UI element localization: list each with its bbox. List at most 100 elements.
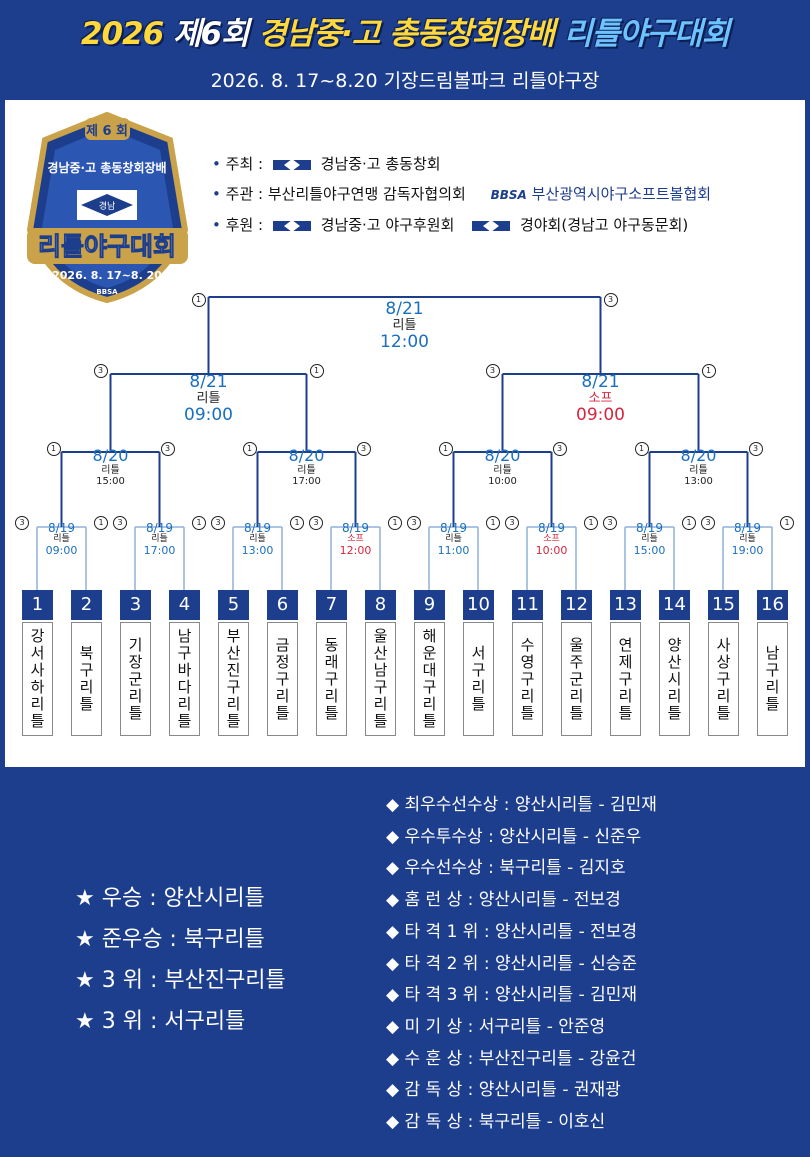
award-item: ◆ 수 훈 상 : 부산진구리틀 - 강윤건 xyxy=(386,1048,637,1069)
title-main: 경남중·고 총동창회장배 xyxy=(258,16,555,52)
team-name-box: 동래구리틀 xyxy=(316,622,347,736)
match-time: 17:00 xyxy=(292,475,321,487)
team-name-box: 해운대구리틀 xyxy=(414,622,445,736)
result-item: ★ 준우승 : 북구리틀 xyxy=(75,927,265,952)
match-date: 8/19 xyxy=(538,521,565,535)
team-name: 해운대구리틀 xyxy=(422,627,437,730)
seed-marker: 1 xyxy=(192,516,206,530)
seed-marker: 1 xyxy=(46,442,61,456)
team-name: 울산남구리틀 xyxy=(373,627,388,730)
sponsor-logo-icon xyxy=(272,219,311,232)
host-row: • 주최 : 경남중·고 총동창회 xyxy=(212,153,441,174)
match-time: 13:00 xyxy=(684,475,713,487)
team-name: 울주군리틀 xyxy=(569,635,584,722)
seed-marker: 3 xyxy=(211,516,225,530)
title-year: 2026 xyxy=(80,16,164,52)
match-time: 09:00 xyxy=(45,544,78,558)
team-seed-number: 2 xyxy=(71,590,102,620)
match-venue: 소프 xyxy=(543,534,560,545)
seed-marker: 1 xyxy=(584,516,598,530)
team-seed-number: 12 xyxy=(561,590,592,620)
team-name-box: 남구바다리틀 xyxy=(169,622,200,736)
match-time: 15:00 xyxy=(96,475,125,487)
seed-marker: 3 xyxy=(160,442,175,456)
seed-marker: 3 xyxy=(356,442,371,456)
seed-marker: 1 xyxy=(191,293,206,307)
match-date: 8/21 xyxy=(385,299,424,319)
award-item: ◆ 미 기 상 : 서구리틀 - 안준영 xyxy=(386,1016,606,1037)
match-time: 10:00 xyxy=(488,475,517,487)
tournament-emblem: 제 6 회 경남중·고 총동창회장배 경남 리틀야구대회 2026. 8. 17… xyxy=(26,111,189,304)
organizer-name: 부산리틀야구연맹 감독자협의회 xyxy=(267,185,466,203)
team-name: 수영구리틀 xyxy=(520,635,535,722)
title-end: 리틀야구대회 xyxy=(563,16,730,52)
emblem-badge: 경남 xyxy=(99,200,116,212)
organizer-row: • 주관 : 부산리틀야구연맹 감독자협의회 BBSA 부산광역시야구소프트볼협… xyxy=(212,183,711,204)
match-date: 8/19 xyxy=(146,521,173,535)
seed-marker: 1 xyxy=(634,442,649,456)
match-date: 8/19 xyxy=(48,521,75,535)
team-name-box: 금정구리틀 xyxy=(267,622,298,736)
team-name-box: 양산시리틀 xyxy=(659,622,690,736)
sponsor2-logo-icon xyxy=(472,219,511,232)
team-seed-number: 3 xyxy=(120,590,151,620)
bullet: • xyxy=(212,216,221,234)
seed-marker: 1 xyxy=(309,364,324,378)
emblem-arc: 경남중·고 총동창회장배 xyxy=(47,160,166,175)
match-date: 8/20 xyxy=(92,446,129,465)
award-item: ◆ 타 격 2 위 : 양산시리틀 - 신승준 xyxy=(386,953,638,974)
page-subtitle: 2026. 8. 17~8.20 기장드림볼파크 리틀야구장 xyxy=(210,70,600,92)
match-time: 09:00 xyxy=(184,404,233,425)
team-name-box: 서구리틀 xyxy=(463,622,494,736)
seed-marker: 3 xyxy=(701,516,715,530)
team-name: 금정구리틀 xyxy=(275,635,290,722)
sponsor2-name: 경야회(경남고 야구동문회) xyxy=(519,216,689,234)
match-venue: 리틀 xyxy=(689,464,708,476)
team-seed-number: 1 xyxy=(22,590,53,620)
team-name: 연제구리틀 xyxy=(618,635,633,722)
title-edition: 제6회 xyxy=(172,16,250,52)
team-name: 기장군리틀 xyxy=(128,635,143,722)
team-seed-number: 15 xyxy=(708,590,739,620)
match-venue: 리틀 xyxy=(249,534,266,545)
seed-marker: 3 xyxy=(552,442,567,456)
team-name: 강서사하리틀 xyxy=(30,627,45,730)
team-seed-number: 10 xyxy=(463,590,494,620)
match-date: 8/19 xyxy=(342,521,369,535)
match-date: 8/19 xyxy=(734,521,761,535)
match-time: 12:00 xyxy=(380,331,429,352)
team-name-box: 울주군리틀 xyxy=(561,622,592,736)
seed-marker: 3 xyxy=(15,516,29,530)
match-date: 8/20 xyxy=(484,446,521,465)
team-name-box: 기장군리틀 xyxy=(120,622,151,736)
bullet: • xyxy=(212,155,221,173)
match-time: 13:00 xyxy=(241,544,274,558)
match-venue: 리틀 xyxy=(392,317,417,333)
award-item: ◆ 타 격 1 위 : 양산시리틀 - 전보경 xyxy=(386,921,638,942)
bullet: • xyxy=(212,185,221,203)
organizer-label: 주관 : xyxy=(225,185,264,203)
seed-marker: 1 xyxy=(242,442,257,456)
emblem-edition: 제 6 회 xyxy=(86,123,128,139)
seed-marker: 1 xyxy=(486,516,500,530)
award-item: ◆ 감 독 상 : 양산시리틀 - 권재광 xyxy=(386,1080,621,1101)
award-item: ◆ 타 격 3 위 : 양산시리틀 - 김민재 xyxy=(386,985,638,1006)
team-seed-number: 7 xyxy=(316,590,347,620)
emblem-main: 리틀야구대회 xyxy=(38,232,176,261)
team-seed-number: 5 xyxy=(218,590,249,620)
team-seed-number: 14 xyxy=(659,590,690,620)
match-venue: 리틀 xyxy=(151,534,168,545)
team-seed-number: 4 xyxy=(169,590,200,620)
sponsor-label: 후원 : xyxy=(225,216,264,234)
